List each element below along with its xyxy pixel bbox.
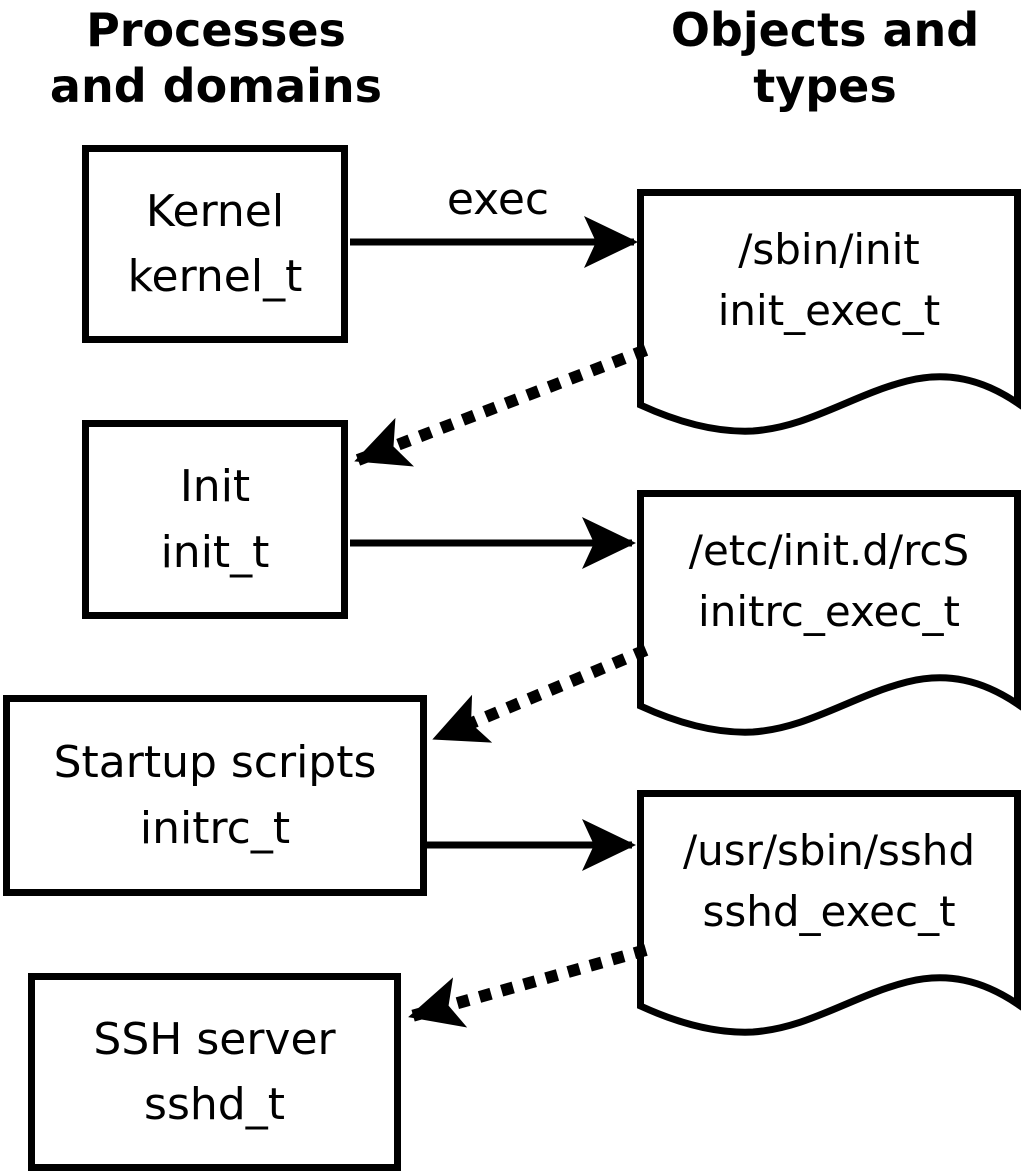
- header-line: Processes: [86, 3, 346, 57]
- object-doc-etc-initd-rcs: /etc/init.d/rcS initrc_exec_t: [637, 490, 1021, 742]
- document-shape-icon: [637, 189, 1021, 435]
- object-type: initrc_exec_t: [698, 587, 960, 636]
- header-line: Objects and: [670, 3, 980, 57]
- process-title: Kernel: [145, 185, 285, 237]
- column-header-processes: Processes and domains: [0, 2, 432, 114]
- process-type: sshd_t: [144, 1079, 285, 1130]
- exec-arrow-label: exec: [446, 174, 550, 225]
- object-doc-sbin-init: /sbin/init init_exec_t: [637, 189, 1021, 441]
- header-line: and domains: [49, 59, 383, 114]
- process-box-startup-scripts: Startup scripts initrc_t: [3, 695, 427, 896]
- dotted-arrow-init-exec-to-init: [354, 344, 649, 467]
- object-type: init_exec_t: [717, 286, 941, 335]
- process-box-kernel: Kernel kernel_t: [82, 145, 348, 343]
- process-box-ssh-server: SSH server sshd_t: [28, 973, 401, 1171]
- process-type: kernel_t: [127, 251, 303, 302]
- object-path: /etc/init.d/rcS: [688, 526, 970, 576]
- process-box-init: Init init_t: [82, 420, 348, 619]
- document-shape-icon: [637, 790, 1021, 1036]
- object-doc-usr-sbin-sshd: /usr/sbin/sshd sshd_exec_t: [637, 790, 1021, 1042]
- process-title: Init: [179, 461, 251, 513]
- object-path: /usr/sbin/sshd: [682, 826, 976, 876]
- dotted-arrow-sshd-exec-to-sshd: [408, 944, 648, 1028]
- object-path: /sbin/init: [738, 225, 920, 275]
- process-title: Startup scripts: [53, 737, 377, 789]
- document-shape-icon: [637, 490, 1021, 736]
- column-header-objects: Objects and types: [618, 2, 1024, 114]
- dotted-arrow-initrc-exec-to-startup: [432, 644, 649, 744]
- object-type: sshd_exec_t: [702, 887, 956, 936]
- process-type: initrc_t: [139, 802, 291, 854]
- header-line: types: [753, 59, 897, 114]
- process-type: init_t: [160, 526, 270, 578]
- process-title: SSH server: [93, 1013, 336, 1065]
